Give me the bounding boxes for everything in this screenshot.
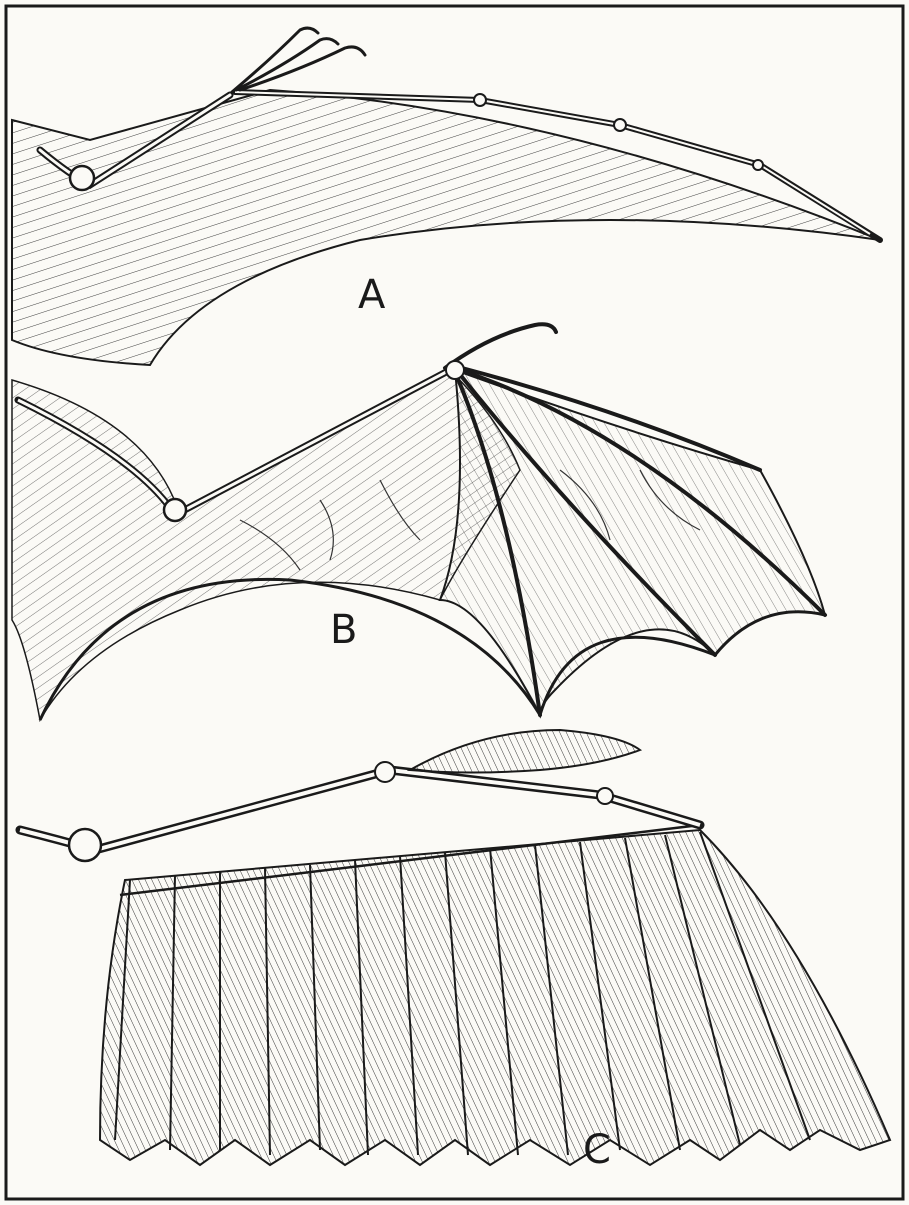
- panel-c-alula-feather: [410, 730, 640, 773]
- panel-b-membrane-inner: [12, 370, 520, 720]
- panel-a-wing: [12, 28, 880, 365]
- panel-label-a: A: [358, 275, 385, 315]
- panel-b-thumb-claw: [445, 324, 556, 368]
- panel-a-membrane: [12, 90, 880, 365]
- panel-label-c: C: [583, 1130, 611, 1170]
- panel-a-claws: [232, 28, 365, 92]
- panel-b-wing: [12, 324, 825, 720]
- panel-c-feather-fan: [100, 830, 890, 1165]
- panel-label-b: B: [330, 610, 357, 650]
- panel-c-wing: [20, 730, 890, 1165]
